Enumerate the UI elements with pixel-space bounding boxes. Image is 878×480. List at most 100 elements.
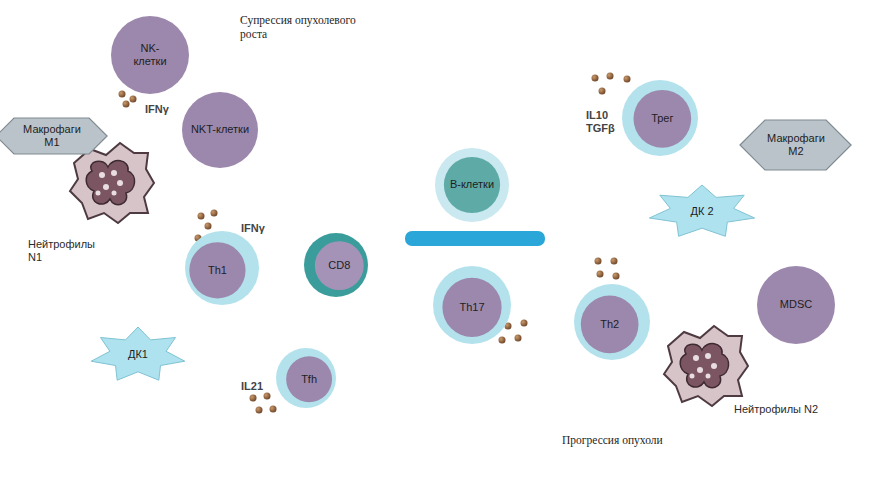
cytokine-dot	[597, 271, 604, 278]
granules	[96, 170, 124, 196]
node-label: Макрофаги M1	[16, 123, 88, 149]
th2-cell: Th2	[573, 283, 651, 361]
cell-nucleus	[286, 356, 332, 402]
cell-nucleus	[633, 90, 691, 148]
dendritic-cell-1: ДК1	[90, 327, 186, 383]
macrophage-m1: Макрофаги M1	[0, 118, 108, 154]
cell-nucleus	[581, 295, 639, 353]
node-label: Th2	[600, 318, 619, 331]
cytokine-label: IFNγ	[145, 103, 185, 116]
node-label: MDSC	[780, 298, 812, 311]
granule	[96, 191, 101, 196]
granules	[690, 353, 718, 379]
star-shape	[91, 327, 185, 380]
node-label: CD8	[328, 259, 350, 272]
node-text-box: Макрофаги M2	[760, 120, 832, 170]
cell-membrane	[304, 233, 368, 297]
node-text-box: Трег	[640, 80, 684, 158]
neutrophil-body	[70, 143, 154, 223]
cytokine-dot	[611, 258, 618, 265]
cytokine-label: IFNγ	[241, 222, 281, 235]
cytokine-dot	[599, 88, 606, 95]
cell-membrane	[185, 231, 259, 305]
node-label: NK- клетки	[125, 42, 175, 68]
node-text-box: ДК1	[113, 327, 163, 383]
nk-cell: NK- клетки	[110, 15, 190, 95]
group-heading: Супрессия опухолевого роста	[240, 14, 380, 42]
node-text-box: ДК 2	[677, 185, 727, 239]
cytokine-dot	[624, 76, 631, 83]
granule	[112, 191, 117, 196]
node-text-box: MDSC	[766, 265, 826, 345]
node-label: ДК1	[128, 348, 148, 361]
cytokine-dot	[250, 395, 257, 402]
cytokine-dot	[592, 75, 599, 82]
neutrophil-body	[664, 326, 748, 406]
cytokine-dot	[499, 337, 506, 344]
granule	[103, 184, 109, 190]
cell-membrane	[276, 348, 336, 408]
granule	[690, 374, 695, 379]
cell-membrane	[435, 148, 509, 222]
cell-membrane	[574, 284, 650, 360]
granule	[697, 367, 703, 373]
node-text-box: В-клетки	[444, 147, 500, 223]
node-text-box: Th17	[450, 267, 494, 347]
node-text-box: NK- клетки	[125, 15, 175, 95]
node-text-box: Th1	[197, 232, 237, 308]
cytokine-dot	[607, 73, 614, 80]
cytokine-dot	[256, 407, 263, 414]
cytokine-label: IL21	[241, 380, 275, 393]
treg-cell: Трег	[621, 79, 699, 157]
b-cell: В-клетки	[434, 147, 510, 223]
cell-label: Нейтрофилы N1	[28, 238, 108, 264]
node-label: В-клетки	[450, 178, 494, 191]
cytokine-dot	[119, 91, 126, 98]
cell-circle	[182, 92, 258, 168]
cytokine-dot	[198, 213, 205, 220]
hexagon-shape	[740, 120, 851, 170]
mdsc-cell: MDSC	[756, 265, 836, 345]
th17-cell: Th17	[432, 265, 512, 345]
cytokine-dot	[270, 406, 277, 413]
cd8-cell: CD8	[303, 232, 369, 298]
cytokine-dot	[521, 320, 528, 327]
cell-circle	[111, 16, 189, 94]
cell-nucleus	[444, 157, 500, 213]
node-label: Th17	[459, 301, 484, 314]
granule	[117, 180, 123, 186]
node-text-box: CD8	[319, 233, 359, 299]
cytokine-dot	[264, 393, 271, 400]
granule	[711, 363, 717, 369]
granule	[99, 172, 105, 178]
cytokine-dot	[130, 96, 137, 103]
node-label: Tfh	[301, 373, 317, 386]
tfh-cell: Tfh	[275, 347, 337, 409]
macrophage-m2: Макрофаги M2	[740, 120, 851, 170]
cell-nucleus	[315, 241, 364, 290]
neutrophil-nucleus	[680, 344, 728, 388]
granule	[705, 353, 711, 359]
cytokine-dot	[211, 210, 218, 217]
granule	[693, 355, 699, 361]
cytokine-dot	[205, 223, 212, 230]
cytokine-dots	[119, 73, 631, 414]
cell-nucleus	[442, 278, 501, 337]
divider-bar	[405, 231, 545, 246]
node-text-box: Th2	[588, 285, 632, 363]
node-text-box: Макрофаги M1	[16, 118, 88, 154]
neutrophil-n2	[664, 326, 748, 406]
dendritic-cell-2: ДК 2	[648, 185, 756, 239]
cell-label: Нейтрофилы N2	[734, 403, 844, 416]
cytokine-dot	[515, 335, 522, 342]
nkt-cell: NKT-клетки	[181, 91, 259, 169]
th1-cell: Th1	[184, 230, 260, 306]
neutrophil-n1	[70, 143, 154, 223]
cytokine-dot	[595, 258, 602, 265]
node-label: Th1	[208, 264, 227, 277]
node-text-box: Tfh	[292, 348, 326, 410]
node-label: Трег	[651, 112, 673, 125]
cell-nucleus	[189, 242, 245, 298]
granule	[706, 374, 711, 379]
